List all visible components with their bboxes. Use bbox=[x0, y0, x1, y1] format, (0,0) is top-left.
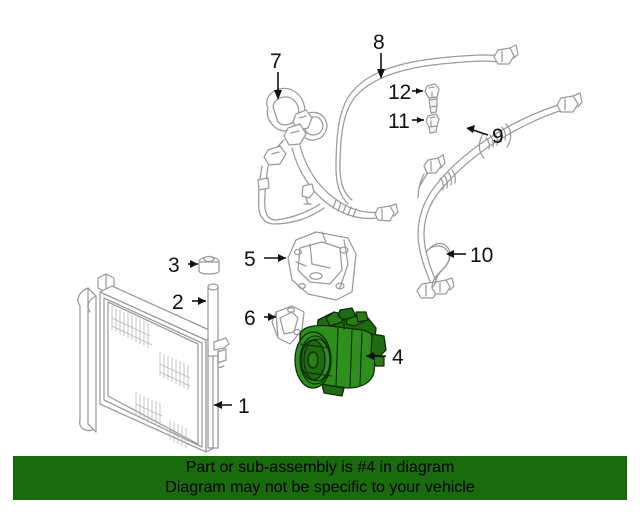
callout-label-2: 2 bbox=[172, 291, 184, 314]
callout-10: 10 bbox=[446, 244, 493, 267]
callout-4: 4 bbox=[366, 346, 404, 369]
callout-9: 9 bbox=[466, 125, 504, 148]
callout-11: 11 bbox=[388, 110, 424, 133]
part-service-valve-12 bbox=[424, 83, 440, 114]
callout-3: 3 bbox=[168, 254, 198, 277]
callout-8: 8 bbox=[373, 31, 385, 79]
part-compressor-mount-bracket bbox=[287, 231, 357, 301]
part-liquid-line-9 bbox=[416, 92, 583, 299]
callout-label-1: 1 bbox=[238, 395, 250, 418]
callout-label-11: 11 bbox=[388, 110, 410, 133]
callout-label-12: 12 bbox=[388, 81, 411, 104]
part-hose-assembly-7 bbox=[257, 87, 399, 225]
part-compressor-highlighted bbox=[294, 307, 387, 397]
callout-label-4: 4 bbox=[392, 346, 404, 369]
callout-label-6: 6 bbox=[244, 307, 256, 330]
callout-5: 5 bbox=[244, 248, 286, 271]
callout-label-5: 5 bbox=[244, 248, 256, 271]
callout-label-7: 7 bbox=[270, 50, 282, 73]
callout-6: 6 bbox=[244, 307, 276, 330]
callout-12: 12 bbox=[388, 81, 423, 104]
part-receiver-drier bbox=[207, 283, 230, 449]
diagram-disclaimer-banner: Part or sub-assembly is #4 in diagram Di… bbox=[13, 456, 627, 500]
disclaimer-line-1: Part or sub-assembly is #4 in diagram bbox=[185, 459, 455, 476]
callout-7: 7 bbox=[270, 50, 282, 100]
callout-1: 1 bbox=[214, 395, 250, 418]
part-drier-cap bbox=[198, 255, 220, 275]
callout-label-9: 9 bbox=[492, 125, 504, 148]
disclaimer-line-2: Diagram may not be specific to your vehi… bbox=[165, 479, 475, 496]
callout-label-8: 8 bbox=[373, 31, 385, 54]
callout-label-10: 10 bbox=[470, 244, 493, 267]
callout-label-3: 3 bbox=[168, 254, 180, 277]
part-service-valve-11 bbox=[425, 113, 440, 134]
callout-2: 2 bbox=[172, 291, 206, 314]
part-discharge-line-8 bbox=[335, 44, 519, 205]
part-connector-hose-10 bbox=[425, 242, 455, 295]
part-compressor-support-brace bbox=[271, 305, 305, 345]
